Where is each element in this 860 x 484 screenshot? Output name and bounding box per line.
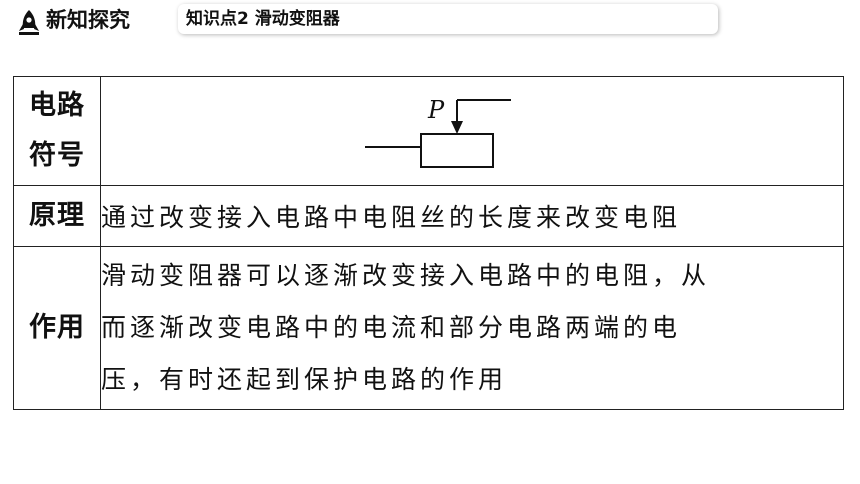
topic-tab[interactable]: 知识点2 滑动变阻器 (178, 4, 718, 34)
topic-tab-label: 知识点2 滑动变阻器 (186, 9, 340, 29)
table-row-principle: 原理 通过改变接入电路中电阻丝的长度来改变电阻 (13, 185, 844, 247)
slider-arrow (451, 121, 463, 134)
principle-text: 通过改变接入电路中电阻丝的长度来改变电阻 (100, 185, 844, 247)
header-bar: 新知探究 知识点2 滑动变阻器 (0, 0, 860, 44)
slider-label: P (427, 96, 445, 124)
function-line-2: 而逐渐改变电路中的电流和部分电路两端的电 (101, 313, 682, 342)
info-table: 电路符号 P 原理 通过改变接入电路中电阻丝的长度来改变电阻 作用 滑动变阻器可… (13, 76, 844, 410)
symbol-cell: P (100, 76, 844, 186)
row-label-symbol: 电路符号 (13, 76, 101, 186)
function-line-3: 压，有时还起到保护电路的作用 (101, 365, 508, 394)
function-cell: 滑动变阻器可以逐渐改变接入电路中的电阻，从 而逐渐改变电路中的电流和部分电路两端… (100, 246, 844, 410)
rocket-icon (19, 10, 39, 35)
table-row-function: 作用 滑动变阻器可以逐渐改变接入电路中的电阻，从 而逐渐改变电路中的电流和部分电… (13, 246, 844, 410)
row-label-symbol-text: 电路符号 (29, 90, 85, 171)
rheostat-symbol: P (365, 96, 511, 168)
row-label-function: 作用 (13, 246, 101, 410)
resistor-body (420, 133, 494, 168)
row-label-principle: 原理 (13, 185, 101, 247)
function-line-1: 滑动变阻器可以逐渐改变接入电路中的电阻，从 (101, 261, 711, 290)
table-row-symbol: 电路符号 P (13, 76, 844, 186)
section-title: 新知探究 (46, 8, 130, 32)
